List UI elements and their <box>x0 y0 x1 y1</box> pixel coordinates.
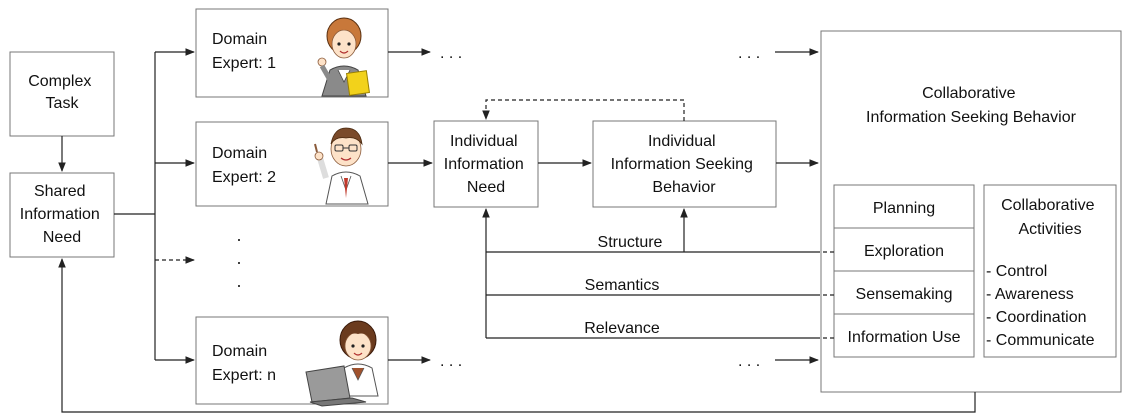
female-expert-with-folder-icon <box>317 17 370 97</box>
female-expert-with-laptop-icon <box>305 320 379 407</box>
stage-sensemaking-label: Sensemaking <box>856 286 953 303</box>
shared-need-line-1: Shared <box>34 183 86 200</box>
stage-exploration-label: Exploration <box>864 243 944 260</box>
relevance-label: Relevance <box>584 320 660 337</box>
vdot-2: · <box>236 252 242 272</box>
activity-coordination: - Coordination <box>986 309 1087 326</box>
arrow-loop-back-to-shared-need <box>58 258 976 413</box>
expert2-line-2: Expert: 2 <box>212 169 276 186</box>
collab-line-2: Information Seeking Behavior <box>866 109 1077 126</box>
ind-need-line-2: Information <box>444 156 524 173</box>
expert1-line-1: Domain <box>212 31 267 48</box>
stage-information-use-box <box>833 313 975 358</box>
expert1-line-2: Expert: 1 <box>212 55 276 72</box>
individual-information-need-box <box>433 120 539 208</box>
domain-expert-2-label: Domain Expert: 2 <box>212 145 276 186</box>
collaborative-activities-box <box>983 184 1117 358</box>
dashed-feedback-loop <box>482 99 685 121</box>
structure-label: Structure <box>598 234 663 251</box>
individual-information-need-label: Individual Information Need <box>444 133 529 196</box>
expertn-line-2: Expert: n <box>212 367 276 384</box>
ind-behavior-line-1: Individual <box>648 133 716 150</box>
semantics-label: Semantics <box>585 277 660 294</box>
shared-information-need-box <box>9 172 115 258</box>
activity-awareness: - Awareness <box>986 286 1074 303</box>
ellipsis-expert-1: . . . <box>440 45 462 62</box>
collaborative-activities-list: - Control - Awareness - Coordination - C… <box>986 263 1095 349</box>
male-doctor-pointing-icon <box>314 127 369 205</box>
ind-need-line-1: Individual <box>450 133 518 150</box>
more-experts-dots: · · · <box>236 229 247 295</box>
stage-sensemaking-box <box>833 270 975 315</box>
individual-seeking-behavior-box <box>592 120 777 208</box>
shared-information-need-label: Shared Information Need <box>20 183 105 246</box>
expert2-line-1: Domain <box>212 145 267 162</box>
shared-need-line-3: Need <box>43 229 81 246</box>
collab-line-1: Collaborative <box>922 85 1015 102</box>
complex-task-line-1: Complex <box>28 73 91 90</box>
collaborative-seeking-behavior-label: Collaborative Information Seeking Behavi… <box>866 85 1077 126</box>
stage-planning-label: Planning <box>873 200 935 217</box>
domain-expert-1-label: Domain Expert: 1 <box>212 31 276 72</box>
ind-need-line-3: Need <box>467 179 505 196</box>
complex-task-line-2: Task <box>46 95 80 112</box>
collaborative-activities-title: Collaborative Activities <box>1001 197 1099 238</box>
activities-title-line-1: Collaborative <box>1001 197 1094 214</box>
complex-task-label: Complex Task <box>28 73 96 112</box>
activity-communicate: - Communicate <box>986 332 1095 349</box>
ellipsis-top-right: . . . <box>738 45 760 62</box>
shared-need-line-2: Information <box>20 206 100 223</box>
ellipsis-bottom-right: . . . <box>738 353 760 370</box>
activities-title-line-2: Activities <box>1018 221 1081 238</box>
individual-seeking-behavior-label: Individual Information Seeking Behavior <box>611 133 758 196</box>
complex-task-box <box>9 51 115 137</box>
expertn-line-1: Domain <box>212 343 267 360</box>
ind-behavior-line-3: Behavior <box>652 179 716 196</box>
ellipsis-expert-n: . . . <box>440 353 462 370</box>
ind-behavior-line-2: Information Seeking <box>611 156 753 173</box>
activity-control: - Control <box>986 263 1047 280</box>
stage-information-use-label: Information Use <box>848 329 961 346</box>
vdot-1: · <box>236 229 242 249</box>
vdot-3: · <box>236 275 242 295</box>
stage-planning-box <box>833 184 975 229</box>
domain-expert-n-label: Domain Expert: n <box>212 343 276 384</box>
